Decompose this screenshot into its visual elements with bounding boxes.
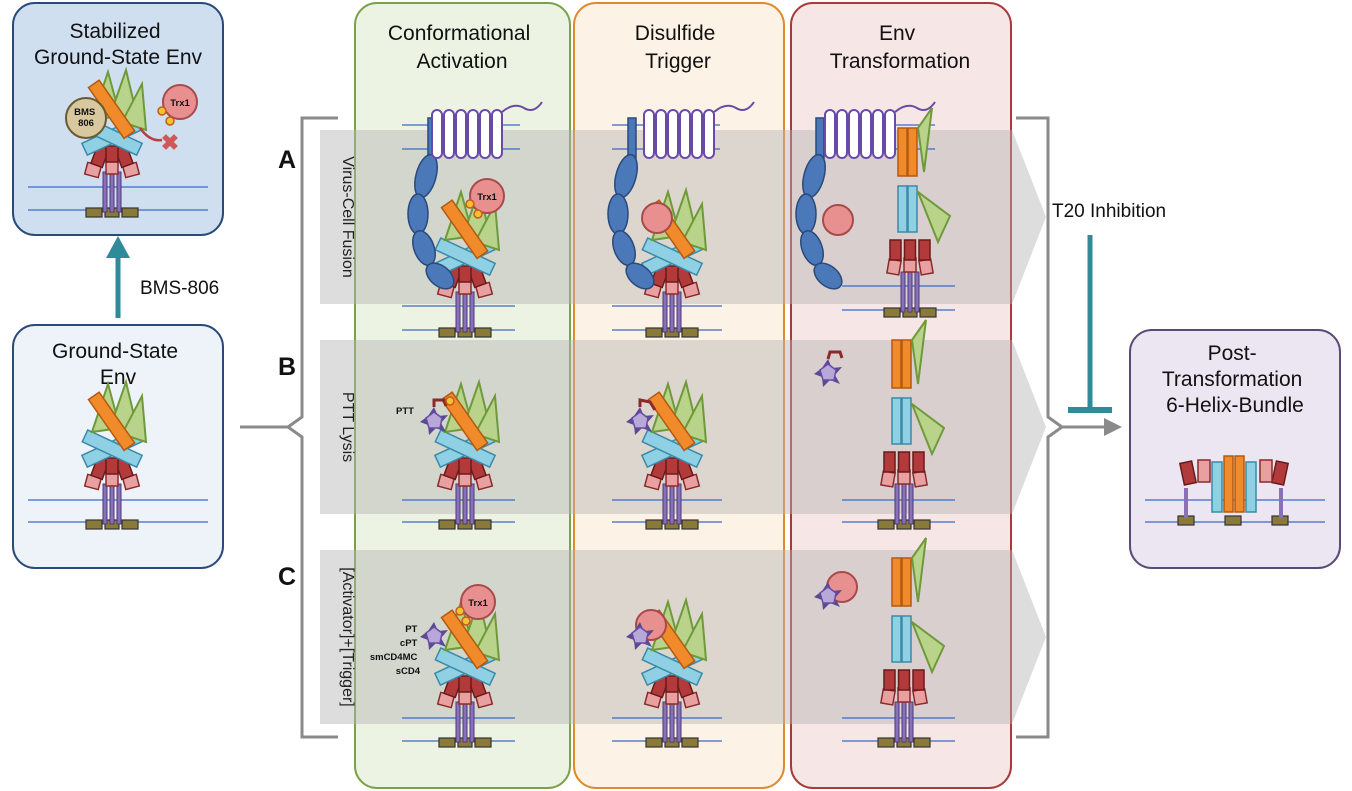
svg-text:Trx1: Trx1 xyxy=(170,98,190,109)
trx1-bound-a2 xyxy=(641,202,673,234)
panel-conformational-title: Conformational Activation xyxy=(388,22,536,73)
svg-text:BMS 806: BMS 806 xyxy=(74,107,98,129)
box-post-title: Post- Transformation 6-Helix-Bundle xyxy=(1162,342,1308,417)
box-ground-state-title: Ground-State Env xyxy=(52,340,184,389)
bms-arrow-label: BMS-806 xyxy=(140,278,219,299)
panel-disulfide-title: Disulfide Trigger xyxy=(635,22,721,73)
panel-transformation-title: Env Transformation xyxy=(830,22,970,73)
row-label-c: [Activator]+[Trigger] xyxy=(339,567,356,706)
ptt-b3 xyxy=(813,350,844,388)
row-label-a: Virus-Cell Fusion xyxy=(339,156,356,278)
six-helix-bundle xyxy=(1177,455,1290,526)
bms-806-ball: BMS 806 xyxy=(65,97,107,139)
panel-disulfide xyxy=(573,2,785,789)
ptt-b1: PTT xyxy=(396,396,455,436)
activator-labels: PT cPT smCD4MC sCD4 xyxy=(370,624,421,677)
svg-text:PTT: PTT xyxy=(396,406,414,417)
row-letter-c: C xyxy=(278,563,296,591)
trx1-a: Trx1 xyxy=(465,178,505,219)
t20-label: T20 Inhibition xyxy=(1052,201,1166,222)
svg-text:Trx1: Trx1 xyxy=(468,598,488,609)
trx1-c: Trx1 xyxy=(455,584,496,626)
row-letter-b: B xyxy=(278,353,296,381)
row-label-b: PTT Lysis xyxy=(339,392,356,462)
box-post-transformation xyxy=(1129,329,1341,569)
row-letter-a: A xyxy=(278,146,296,174)
trx1-stabilized: Trx1 ✖ xyxy=(138,84,198,155)
box-stabilized-title: Stabilized Ground-State Env xyxy=(34,20,203,69)
trx1-bound-a3 xyxy=(822,204,854,236)
svg-text:Trx1: Trx1 xyxy=(477,192,497,203)
ptt-b2 xyxy=(625,398,657,436)
svg-text:✖: ✖ xyxy=(161,130,179,155)
post-arrowhead xyxy=(1104,418,1122,436)
